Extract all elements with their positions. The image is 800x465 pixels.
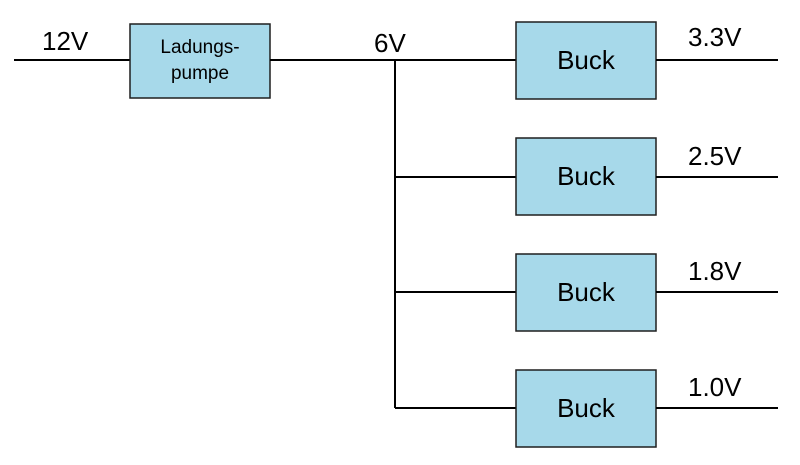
buck-label-2: Buck <box>557 161 615 191</box>
buck-box-4 <box>515 369 657 448</box>
output-voltage-label-4: 1.0V <box>688 372 742 402</box>
input-voltage-label: 12V <box>42 26 89 56</box>
charge-pump-label-line2: pumpe <box>170 63 230 84</box>
charge-pump-label: Ladungs- pumpe <box>130 24 270 98</box>
bus-voltage-label: 6V <box>374 28 406 58</box>
buck-box-3 <box>515 253 657 332</box>
buck-label-3: Buck <box>557 277 615 307</box>
output-voltage-label-2: 2.5V <box>688 141 742 171</box>
buck-label-1: Buck <box>557 45 615 75</box>
charge-pump-label-line1: Ladungs- <box>160 37 240 59</box>
output-voltage-label-1: 3.3V <box>688 22 742 52</box>
output-voltage-label-3: 1.8V <box>688 256 742 286</box>
buck-label-4: Buck <box>557 393 615 423</box>
